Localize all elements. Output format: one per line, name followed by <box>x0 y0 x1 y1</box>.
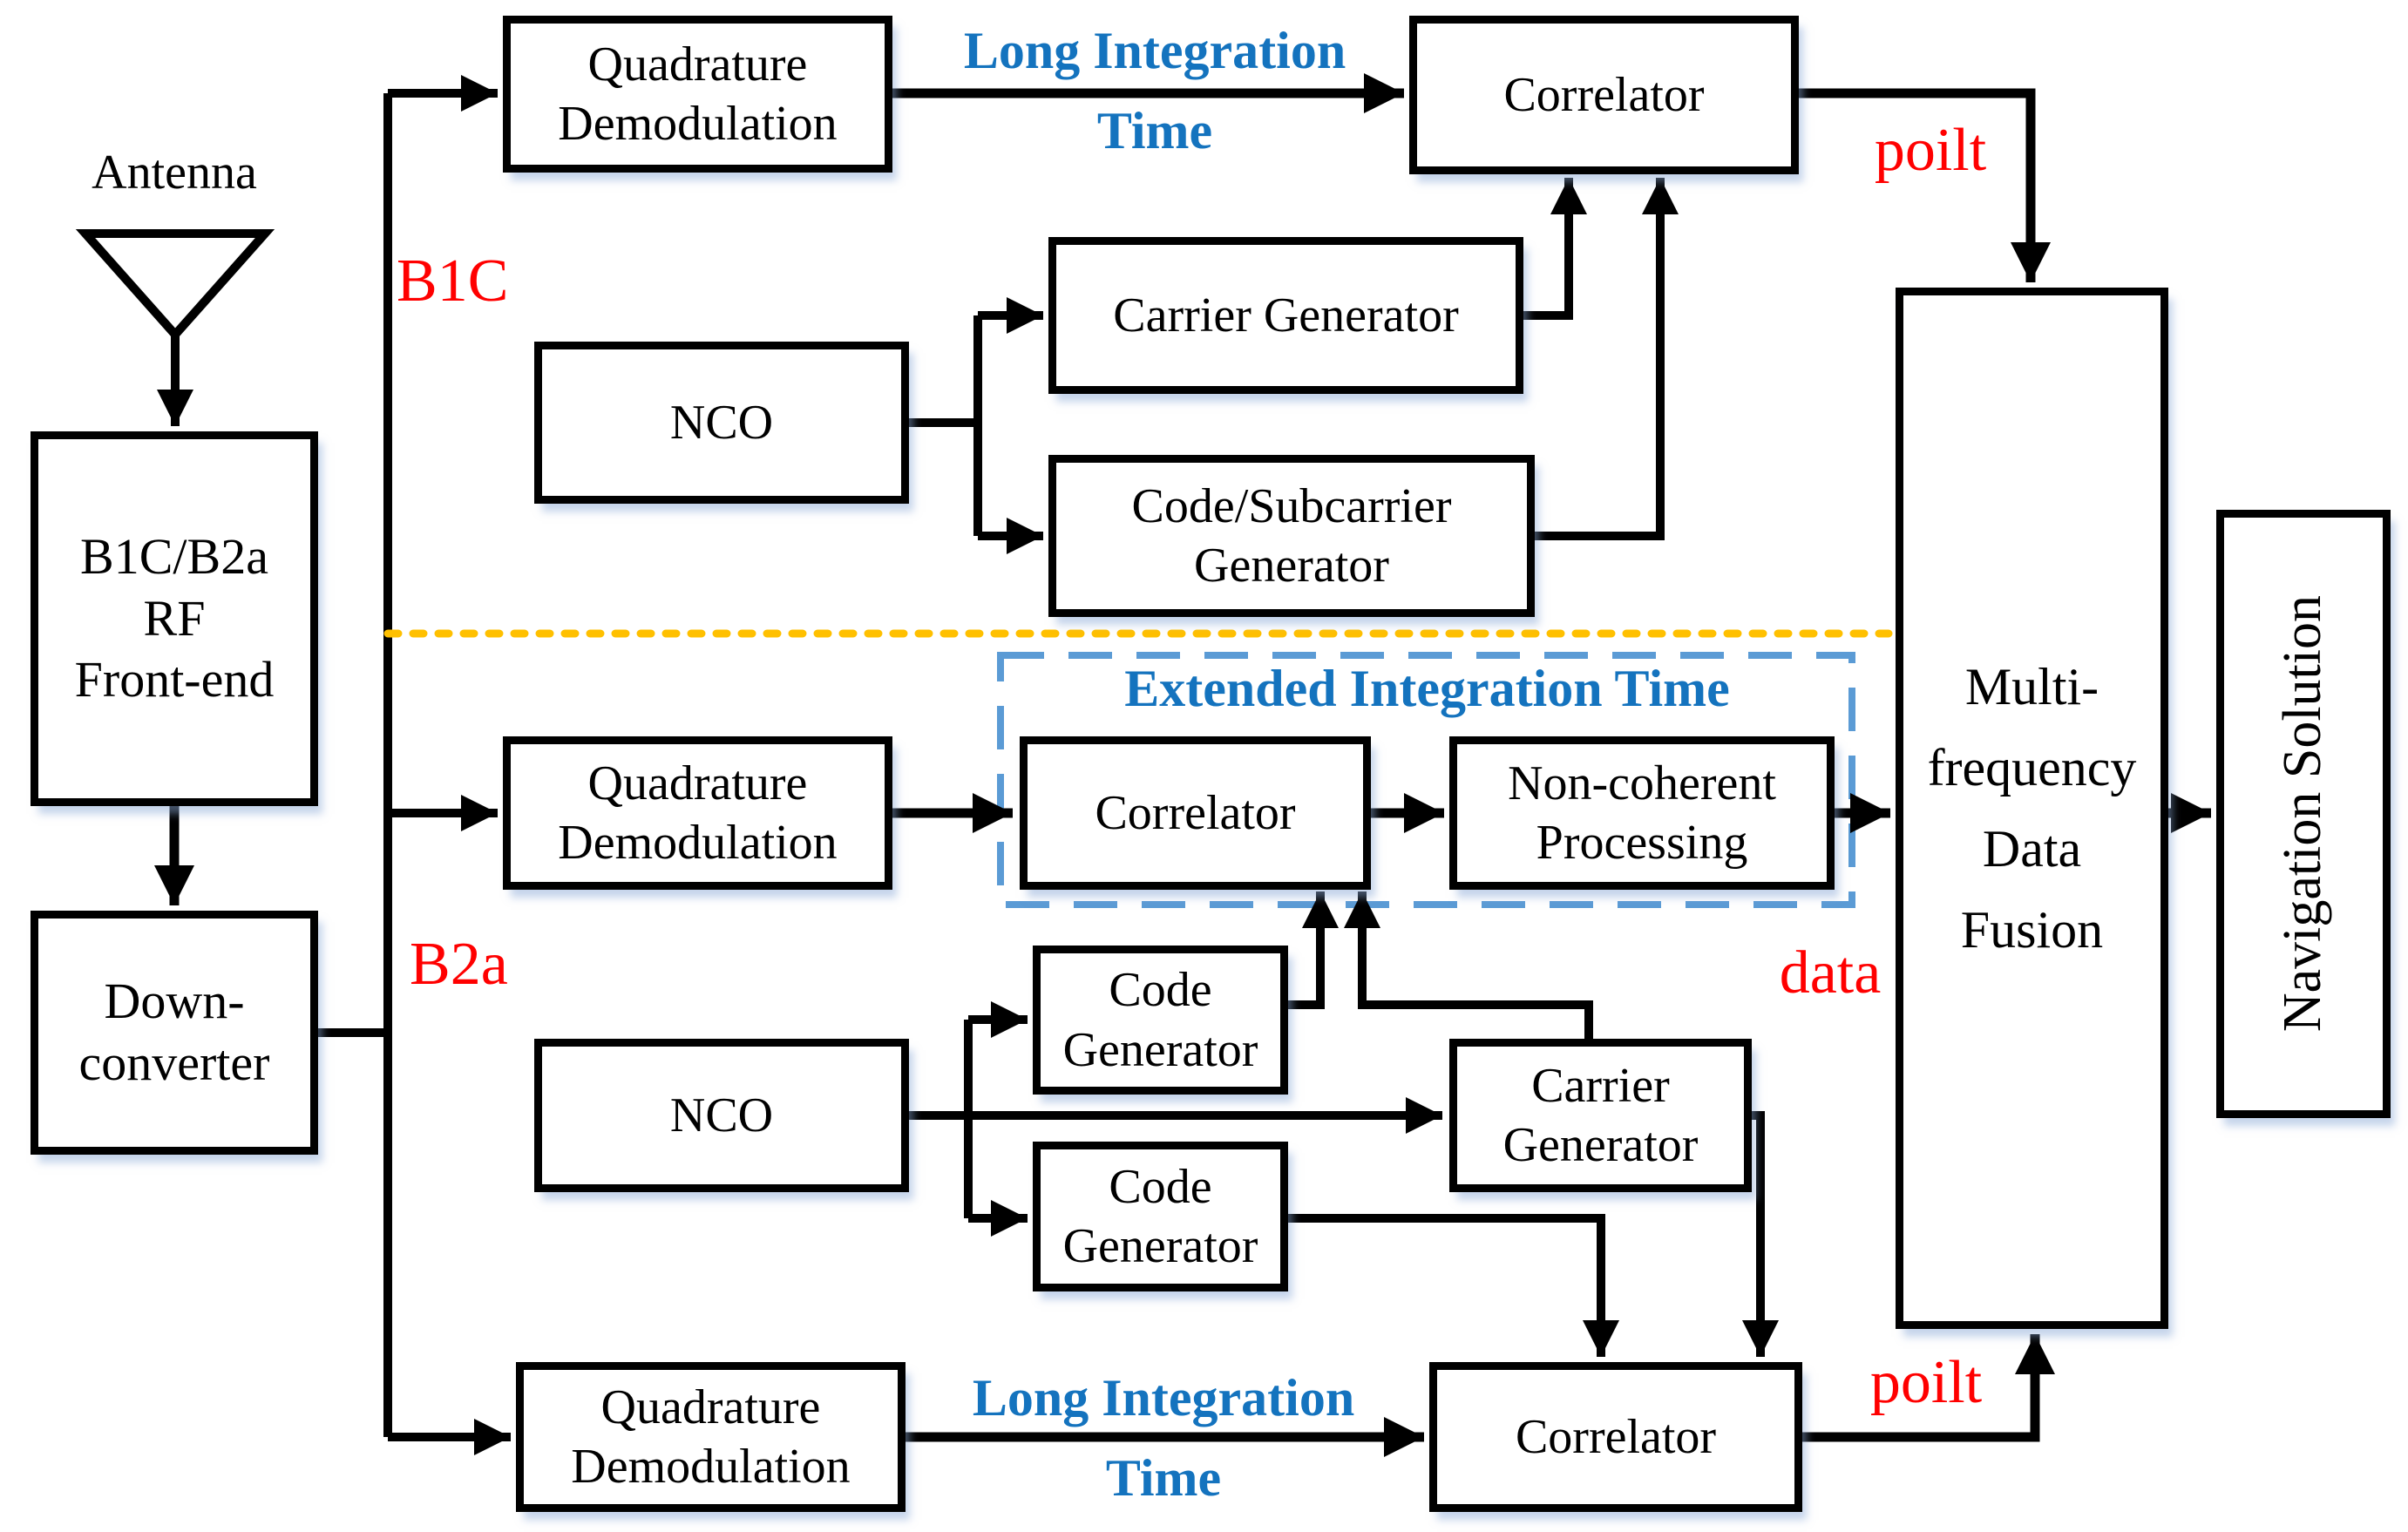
wire-correlator-pilot-to-fusion <box>1802 1334 2056 1442</box>
wire-codegen-pilot-to-correlator <box>1288 1214 1619 1357</box>
block-nco-b2a: NCO <box>534 1039 909 1192</box>
extended-integration-time-label: Extended Integration Time <box>1124 660 1730 717</box>
block-correlator-b2a-pilot: Correlator <box>1429 1362 1802 1512</box>
antenna-icon <box>75 229 275 342</box>
wire-codesub-b1c-to-correlator <box>1535 178 1679 540</box>
block-quad-demod-b1c: Quadrature Demodulation <box>503 16 892 173</box>
long-integration-time-bottom-label-line1: Long Integration <box>972 1369 1355 1427</box>
wire-correlator-b1c-to-fusion <box>1799 88 2052 282</box>
block-code-generator-pilot: Code Generator <box>1033 1142 1288 1291</box>
pilot-annotation-bottom: poilt <box>1869 1349 1983 1416</box>
wire-codegen-data-to-correlator <box>1288 891 1339 1009</box>
long-integration-time-top-label-line2: Time <box>1096 102 1213 159</box>
block-noncoherent-processing: Non-coherent Processing <box>1449 736 1835 890</box>
wire-carrier-b2a-to-correlator-pilot <box>1742 1111 1779 1357</box>
block-navigation-solution: Navigation Solution <box>2216 510 2391 1118</box>
data-annotation: data <box>1779 939 1882 1007</box>
block-correlator-b2a-data: Correlator <box>1020 736 1371 890</box>
wire-carrier-b2a-to-correlator-data <box>1344 891 1593 1039</box>
wire-carrier-b1c-to-correlator <box>1523 178 1587 320</box>
long-integration-time-bottom-label-line2: Time <box>1105 1449 1222 1507</box>
long-integration-time-top-label-line1: Long Integration <box>963 22 1346 79</box>
block-code-generator-data: Code Generator <box>1033 946 1288 1095</box>
block-nco-b1c: NCO <box>534 342 909 504</box>
block-down-converter: Down- converter <box>31 911 318 1155</box>
antenna-label: Antenna <box>92 146 257 200</box>
block-code-subcarrier-generator-b1c: Code/Subcarrier Generator <box>1048 455 1535 617</box>
block-quad-demod-b2a-data: Quadrature Demodulation <box>503 736 892 890</box>
block-correlator-b1c: Correlator <box>1409 16 1799 174</box>
b1c-section-label: B1C <box>397 247 509 315</box>
block-carrier-generator-b2a: Carrier Generator <box>1449 1039 1752 1192</box>
b2a-section-label: B2a <box>410 931 508 998</box>
block-quad-demod-b2a-pilot: Quadrature Demodulation <box>516 1362 906 1512</box>
extended-integration-dashed-box <box>997 652 1855 908</box>
navigation-solution-label: Navigation Solution <box>2273 595 2333 1033</box>
block-multi-frequency-data-fusion: Multi- frequency Data Fusion <box>1896 288 2168 1329</box>
pilot-annotation-top: poilt <box>1874 117 1987 184</box>
block-carrier-generator-b1c: Carrier Generator <box>1048 237 1523 394</box>
block-rf-frontend: B1C/B2a RF Front-end <box>31 431 318 806</box>
